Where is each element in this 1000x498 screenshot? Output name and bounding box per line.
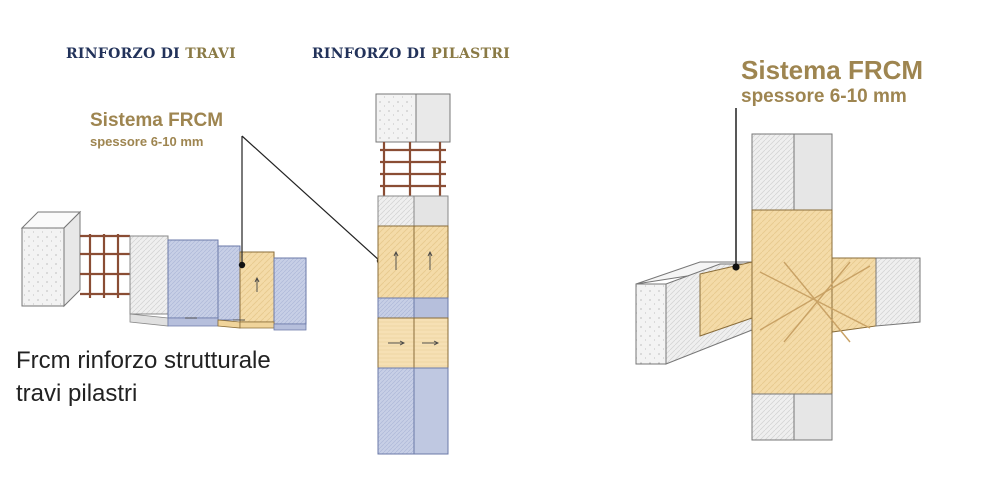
column-rebar-cage <box>380 142 446 196</box>
frcm-label-large-title: Sistema FRCM <box>741 55 924 85</box>
column-leader-line <box>241 135 381 262</box>
beam-drawing <box>20 210 307 331</box>
caption-line-2: travi pilastri <box>16 380 138 407</box>
joint-leader-dot <box>732 263 740 271</box>
frcm-label-large-subtitle: spessore 6-10 mm <box>741 86 907 107</box>
heading-column-reinforcement: RINFORZO DI PILASTRI <box>312 46 511 62</box>
joint-diagonal-strips <box>759 261 871 343</box>
caption-line-1: Frcm rinforzo strutturale <box>16 347 271 374</box>
joint-drawing <box>635 133 921 441</box>
frcm-label-small-title: Sistema FRCM <box>90 110 224 131</box>
beam-leader-dot <box>238 261 246 269</box>
beam-rebar-cage <box>80 234 130 298</box>
column-drawing <box>375 93 451 455</box>
heading-beam-reinforcement: RINFORZO DI TRAVI <box>66 46 237 62</box>
frcm-label-small-subtitle: spessore 6-10 mm <box>90 134 204 149</box>
image-caption: Frcm rinforzo strutturale travi pilastri <box>16 344 271 410</box>
